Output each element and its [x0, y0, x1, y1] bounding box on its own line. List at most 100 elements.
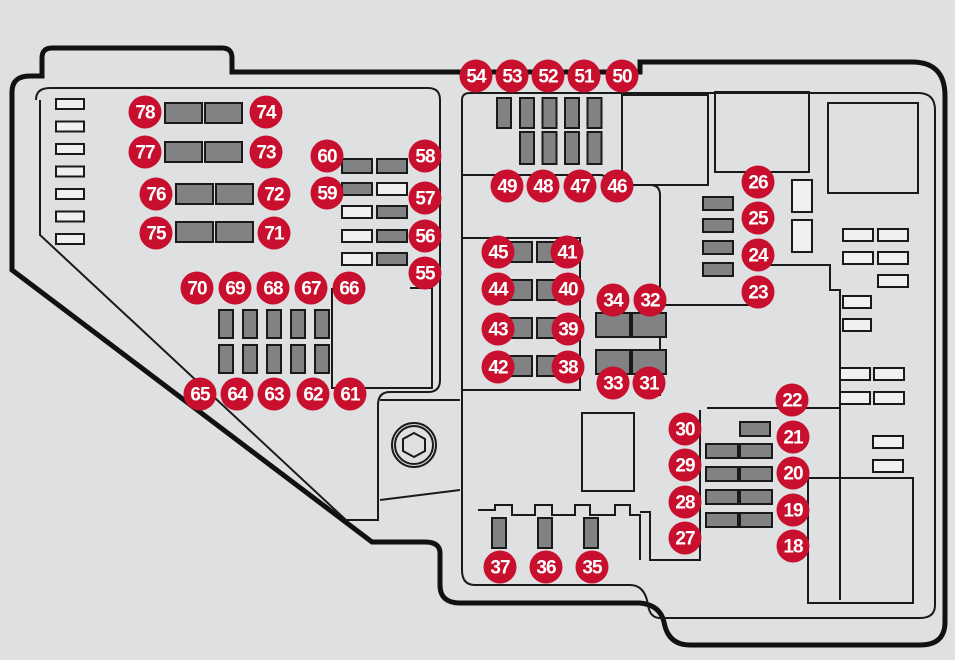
fuse-number: 39: [558, 320, 578, 341]
fuse-label-badge: [408, 219, 442, 253]
empty-slot: [55, 210, 85, 223]
empty-slot: [842, 251, 874, 265]
fuse-number: 21: [783, 428, 804, 449]
fuse-number: 51: [574, 67, 595, 88]
fuse-label-badge: [600, 169, 634, 203]
fuse-label-badge: [776, 456, 810, 490]
fuse: [705, 443, 739, 459]
fuse-number: 29: [675, 456, 695, 477]
fuse-label-badge: [481, 350, 515, 384]
fuse-label-badge: [139, 216, 173, 250]
fuse-number: 41: [557, 243, 578, 264]
fuse-number: 66: [339, 279, 359, 300]
fuse-label-badge: [529, 550, 563, 584]
empty-slot: [55, 233, 85, 245]
fuse: [739, 421, 771, 437]
fuse-number: 45: [488, 243, 509, 264]
fuse-label-45: 45: [481, 235, 515, 269]
fuse-label-25: 25: [741, 201, 775, 235]
fuse: [491, 517, 507, 549]
fuse-number: 56: [415, 227, 435, 248]
fuse-number: 46: [607, 177, 627, 198]
fuse-label-badge: [567, 59, 601, 93]
fuse-label-33: 33: [596, 366, 630, 400]
empty-slot: [791, 219, 813, 253]
fuse-label-21: 21: [776, 420, 810, 454]
fuse-label-badge: [408, 256, 442, 290]
fuse-number: 52: [538, 67, 558, 88]
hex-bolt-icon: [391, 422, 437, 468]
fuse-label-badge: [310, 176, 344, 210]
fuse-label-59: 59: [310, 176, 344, 210]
fuse-number: 53: [502, 67, 522, 88]
fuse: [595, 312, 631, 338]
fuse-label-badge: [776, 493, 810, 527]
fuse-label-55: 55: [408, 256, 442, 290]
fuse-label-27: 27: [668, 521, 702, 555]
fuse-label-badge: [776, 420, 810, 454]
fuse: [496, 97, 512, 129]
fuse-label-badge: [139, 177, 173, 211]
fuse-number: 37: [490, 558, 510, 579]
fuse-number: 20: [783, 464, 803, 485]
empty-slot: [877, 274, 909, 288]
fuse-label-50: 50: [605, 59, 639, 93]
fuse-number: 62: [303, 385, 323, 406]
fuse-label-66: 66: [332, 271, 366, 305]
fuse-label-77: 77: [128, 135, 162, 169]
fuse-label-badge: [481, 272, 515, 306]
fuse: [204, 102, 243, 124]
fuse: [705, 489, 739, 505]
fuse-label-badge: [256, 271, 290, 305]
fuse-label-56: 56: [408, 219, 442, 253]
fuse-number: 27: [675, 529, 695, 550]
fuse-number: 47: [570, 177, 590, 198]
empty-slot: [842, 228, 874, 242]
fuse-label-badge: [220, 377, 254, 411]
fuse: [242, 309, 258, 339]
fuse-label-57: 57: [408, 181, 442, 215]
fuse-number: 32: [640, 291, 660, 312]
fuse: [376, 229, 408, 243]
fuse: [376, 205, 408, 219]
fuse: [702, 218, 734, 233]
fuse-number: 64: [227, 385, 248, 406]
empty-slot: [55, 143, 85, 155]
fuse-label-48: 48: [526, 169, 560, 203]
fuse: [702, 196, 734, 211]
fuse-number: 19: [783, 501, 803, 522]
fuse-number: 60: [317, 147, 337, 168]
fuse-label-badge: [481, 312, 515, 346]
fuse: [218, 344, 234, 374]
fuse-number: 71: [264, 224, 285, 245]
fuse-label-badge: [180, 271, 214, 305]
fuse-number: 74: [256, 103, 277, 124]
fuse-label-29: 29: [668, 448, 702, 482]
fuse: [290, 309, 306, 339]
fuse-label-75: 75: [139, 216, 173, 250]
fuse-label-badge: [741, 238, 775, 272]
fuse: [376, 158, 408, 174]
fuse-number: 78: [135, 103, 155, 124]
fuse-label-badge: [633, 283, 667, 317]
fuse-label-badge: [294, 271, 328, 305]
empty-slot: [55, 165, 85, 178]
fuse-label-badge: [531, 59, 565, 93]
fuse-label-24: 24: [741, 238, 775, 272]
fuse: [376, 252, 408, 266]
fuse: [314, 309, 330, 339]
fuse: [583, 517, 599, 549]
fuse-label-badge: [218, 271, 252, 305]
fuse: [164, 102, 203, 124]
fuse-label-badge: [668, 448, 702, 482]
fuse-number: 49: [497, 177, 517, 198]
fuse-label-51: 51: [567, 59, 601, 93]
fuse-number: 58: [415, 147, 435, 168]
fuse: [175, 221, 214, 243]
fuse-label-72: 72: [257, 177, 291, 211]
fuse-label-41: 41: [550, 235, 584, 269]
fuse-label-badge: [408, 139, 442, 173]
fuse-number: 73: [256, 143, 276, 164]
fuse-label-49: 49: [490, 169, 524, 203]
